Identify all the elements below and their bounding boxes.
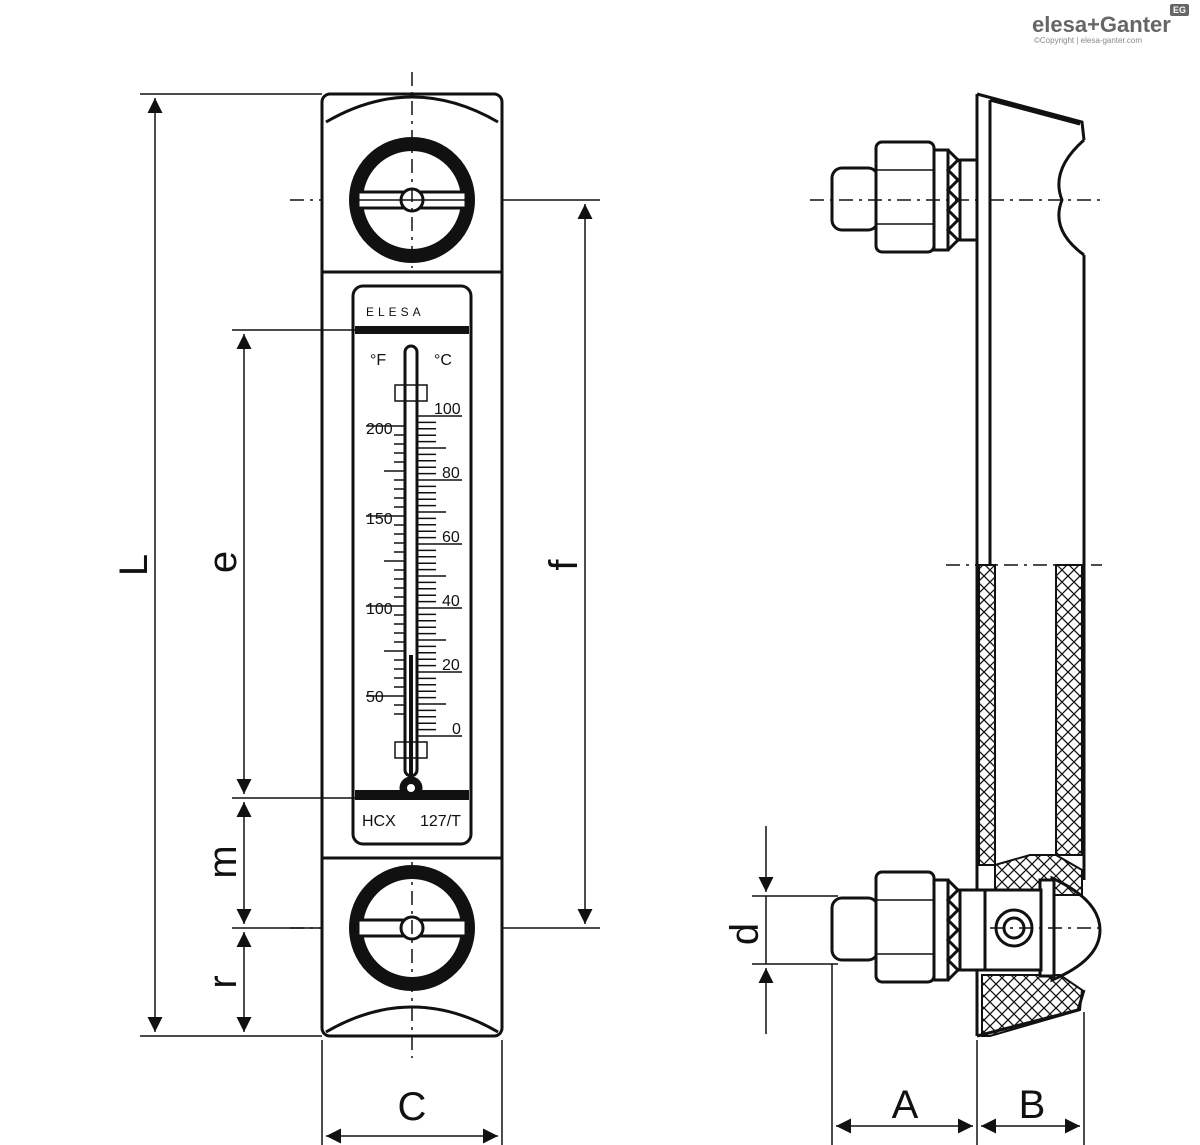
front-dimensions: L e m r f C <box>112 93 600 1145</box>
c-label-0: 0 <box>452 721 461 738</box>
fahrenheit-unit: °F <box>370 352 386 369</box>
copyright-text: ©Copyright | elesa-ganter.com <box>1034 36 1143 45</box>
dim-A: A <box>892 1083 919 1127</box>
front-view: ELESA HCX 127/T °F °C 200 150 100 50 100… <box>290 72 504 1058</box>
dim-C: C <box>398 1085 427 1129</box>
bottom-nut-assembly <box>830 870 987 984</box>
celsius-ticks <box>418 415 462 737</box>
dim-e: e <box>201 551 245 573</box>
f-label-50: 50 <box>366 689 384 706</box>
dim-d: d <box>723 923 767 945</box>
dim-m: m <box>201 845 245 878</box>
c-label-40: 40 <box>442 593 460 610</box>
c-label-60: 60 <box>442 529 460 546</box>
f-label-200: 200 <box>366 421 393 438</box>
top-nut-assembly <box>810 140 979 254</box>
model-label: HCX <box>362 813 396 830</box>
logo-tag: EG <box>1170 4 1190 16</box>
dim-r: r <box>201 975 245 988</box>
code-label: 127/T <box>420 813 461 830</box>
top-cap <box>325 95 499 124</box>
top-screw-head-side <box>1057 138 1085 257</box>
dim-B: B <box>1019 1083 1046 1127</box>
dim-f: f <box>542 559 586 571</box>
logo-text: elesa+Ganter <box>1032 12 1171 37</box>
dim-L: L <box>112 554 156 576</box>
c-label-20: 20 <box>442 657 460 674</box>
brand-label: ELESA <box>366 305 425 319</box>
celsius-unit: °C <box>434 352 452 369</box>
c-label-100: 100 <box>434 401 461 418</box>
elesa-ganter-logo: elesa+Ganter EG <box>1032 4 1190 38</box>
f-label-150: 150 <box>366 511 393 528</box>
side-view <box>810 92 1104 1038</box>
side-dimensions: d A B <box>723 826 1085 1145</box>
f-label-100: 100 <box>366 601 393 618</box>
fahrenheit-ticks <box>366 425 404 715</box>
c-label-80: 80 <box>442 465 460 482</box>
thermometer-panel <box>351 284 473 846</box>
